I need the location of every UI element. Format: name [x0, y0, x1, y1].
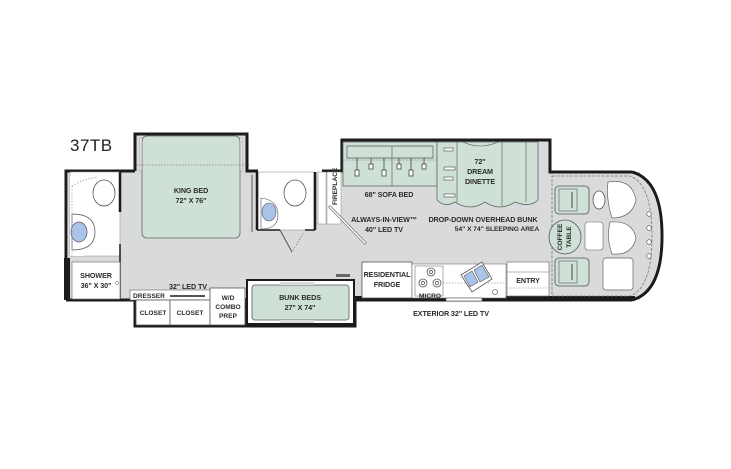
fridge-label-2: FRIDGE — [374, 280, 401, 289]
always-in-view-tv-label: ALWAYS-IN-VIEW™ — [351, 215, 417, 224]
exterior-tv-label: EXTERIOR 32" LED TV — [413, 309, 489, 318]
toilet-icon — [92, 179, 116, 207]
toilet-icon — [283, 179, 307, 207]
sink-icon — [70, 221, 88, 243]
king-bed-size: 72" X 76" — [176, 196, 207, 205]
overhead-bunk-label: DROP-DOWN OVERHEAD BUNK — [428, 215, 538, 224]
bunk-beds-size: 27" X 74" — [285, 303, 316, 312]
closet-2-label: CLOSET — [177, 310, 204, 317]
coffee-table-label-2: TABLE — [566, 226, 573, 248]
dream-dinette: 72" DREAM DINETTE — [436, 141, 539, 208]
mid-bathroom — [251, 171, 317, 253]
exterior-tv: EXTERIOR 32" LED TV — [413, 297, 489, 318]
always-in-view-tv-size: 40" LED TV — [365, 225, 403, 234]
bunk-beds-label: BUNK BEDS — [279, 293, 321, 302]
sink-icon — [261, 202, 277, 222]
closet-1-label: CLOSET — [140, 310, 167, 317]
shower-size: 36" X 30" — [81, 281, 112, 290]
coffee-table-label-1: COFFEE — [557, 223, 564, 250]
king-bed: KING BED 72" X 76" — [134, 135, 250, 239]
sofa-bed-label: 68" SOFA BED — [365, 190, 414, 199]
sofa-bed: 68" SOFA BED — [342, 141, 438, 199]
cooktop-icon — [418, 267, 442, 288]
wd-label-1: W/D — [222, 295, 235, 302]
cockpit — [551, 175, 653, 297]
dinette-label-1: DREAM — [467, 167, 493, 176]
wall-segment — [64, 258, 70, 300]
shower-label: SHOWER — [80, 271, 113, 280]
driver-seat — [554, 185, 590, 215]
king-bed-label: KING BED — [174, 186, 208, 195]
fireplace-label: FIREPLACE — [332, 167, 339, 205]
kitchen: RESIDENTIAL FRIDGE MICRO — [361, 261, 507, 300]
fridge-label-1: RESIDENTIAL — [364, 270, 412, 279]
rear-bathroom — [69, 171, 122, 300]
dinette-label-2: DINETTE — [465, 177, 495, 186]
storage-area: DRESSER 32" LED TV CLOSET CLOSET W/D COM… — [129, 282, 246, 326]
shower: SHOWER 36" X 30" — [71, 261, 121, 300]
entry-label: ENTRY — [516, 276, 540, 285]
overhead-bunk-size: 54" X 74" SLEEPING AREA — [455, 226, 540, 233]
passenger-seat — [554, 257, 590, 287]
wd-label-3: PREP — [219, 313, 238, 320]
entry: ENTRY — [506, 261, 550, 297]
wd-label-2: COMBO — [215, 304, 240, 311]
fireplace: FIREPLACE — [317, 167, 367, 245]
bunk-beds: BUNK BEDS 27" X 74" — [246, 274, 355, 325]
residential-fridge — [361, 261, 413, 299]
kitchen-sink-icon — [460, 261, 498, 295]
dinette-size: 72" — [474, 157, 485, 166]
steering-wheel-icon — [592, 190, 606, 210]
model-name: 37TB — [70, 136, 113, 155]
led-tv-32-label: 32" LED TV — [169, 282, 207, 291]
coffee-table: COFFEE TABLE — [548, 219, 582, 255]
dresser-label: DRESSER — [133, 293, 165, 300]
micro-label: MICRO — [419, 293, 441, 300]
